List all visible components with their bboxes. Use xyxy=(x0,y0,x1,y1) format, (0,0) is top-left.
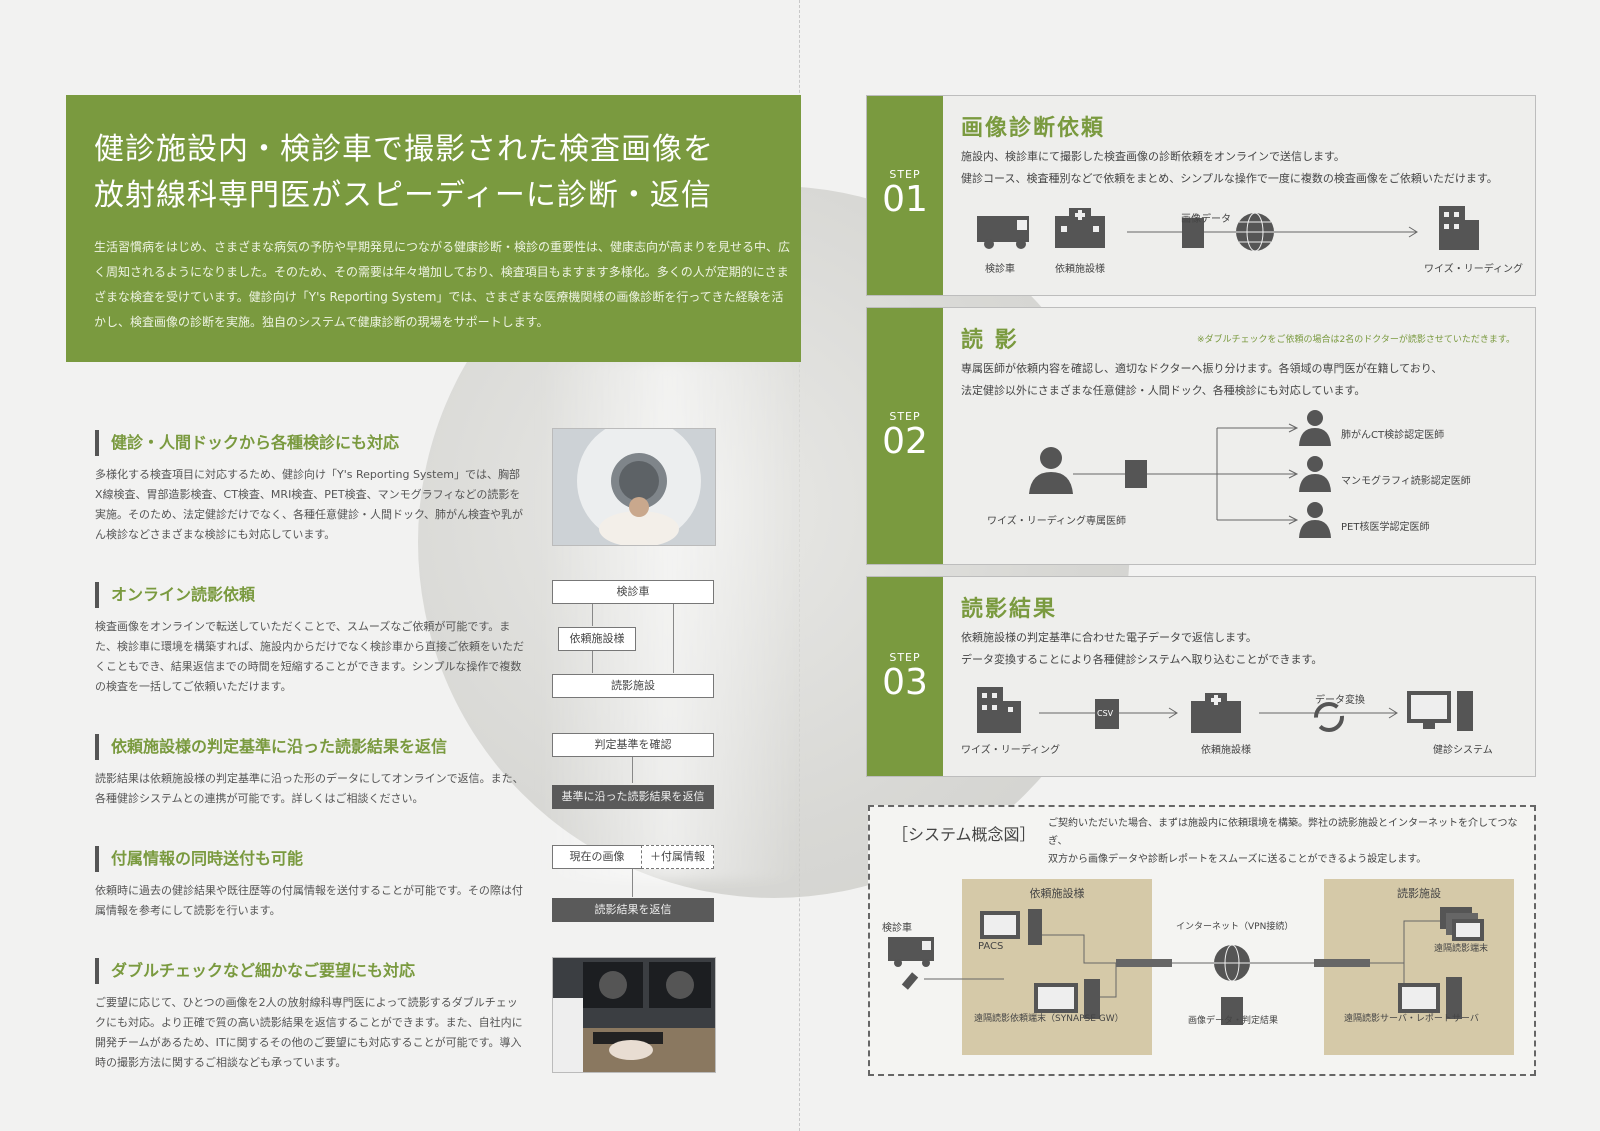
step-02-doctor-label: ワイズ・リーディング専属医師 xyxy=(987,516,1126,527)
terminal-computer-icon xyxy=(1034,979,1100,1019)
specialist-icon xyxy=(1299,410,1331,446)
step-02-diagram xyxy=(1029,423,1299,525)
flow-kekka-henshin: 読影結果を返信 xyxy=(552,898,714,922)
step-01-desc: 施設内、検診車にて撮影した検査画像の診断依頼をオンラインで送信します。健診コース… xyxy=(961,150,1498,185)
router-icon xyxy=(1314,959,1370,967)
concept-kenshinsha-label: 検診車 xyxy=(882,923,912,934)
specialist-icon xyxy=(1299,502,1331,538)
specialist-icons xyxy=(1299,410,1331,538)
hero-title: 健診施設内・検診車で撮影された検査画像を放射線科専門医がスピーディーに診断・返信 xyxy=(94,132,714,213)
step-01-diagram xyxy=(977,206,1479,252)
doctor-workstation-photo xyxy=(552,957,716,1073)
step-03-convert-label: データ変換 xyxy=(1315,695,1365,706)
flow-line xyxy=(632,869,633,897)
feature-title-4: 付属情報の同時送付も可能 xyxy=(95,846,303,872)
truck-icon xyxy=(977,216,1029,249)
concept-right-title: 読影施設 xyxy=(1397,887,1441,900)
csv-file-icon xyxy=(1095,699,1119,729)
step-02-d3-label: PET核医学認定医師 xyxy=(1341,522,1430,533)
step-03-facility-label: 依頼施設様 xyxy=(1201,745,1251,756)
convert-icon xyxy=(1314,702,1344,732)
concept-data-label: 画像データ・判定結果 xyxy=(1188,1016,1279,1026)
concept-left-title: 依頼施設様 xyxy=(1029,887,1085,900)
step-01-truck-label: 検診車 xyxy=(985,264,1015,275)
concept-remote-label: 遠隔読影端末 xyxy=(1434,944,1489,954)
doctor-icon xyxy=(1029,447,1073,494)
pacs-computer-icon xyxy=(980,909,1042,945)
concept-server-label: 遠隔読影サーバ・レポートサーバ xyxy=(1344,1014,1479,1024)
step-03-desc: 依頼施設様の判定基準に合わせた電子データで返信します。データ変換することにより各… xyxy=(961,631,1323,666)
hero-banner: 健診施設内・検診車で撮影された検査画像を放射線科専門医がスピーディーに診断・返信… xyxy=(66,95,801,362)
step-03-title: 読影結果 xyxy=(961,597,1058,622)
concept-pacs-label: PACS xyxy=(978,941,1004,952)
flow-irai-shisetsu: 依頼施設様 xyxy=(558,627,636,651)
flow-genzai-gazou: 現在の画像 xyxy=(552,845,642,869)
step-02-d2-label: マンモグラフィ読影認定医師 xyxy=(1341,476,1471,487)
feature-body-3: 読影結果は依頼施設様の判定基準に沿った形のデータにしてオンラインで返信。また、各… xyxy=(95,772,524,805)
concept-internet-label: インターネット（VPN接続） xyxy=(1176,922,1294,932)
feature-title-5: ダブルチェックなど細かなご要望にも対応 xyxy=(95,958,415,984)
step-02-desc: 専属医師が依頼内容を確認し、適切なドクターへ振り分けます。各領域の専門医が在籍し… xyxy=(961,362,1443,397)
feature-title-2: オンライン読影依頼 xyxy=(95,582,255,608)
server-computer-icon xyxy=(1398,977,1462,1019)
hero-body: 生活習慣病をはじめ、さまざまな病気の予防や早期発見につながる健康診断・検診の重要… xyxy=(94,240,791,329)
feature-body-1: 多様化する検査項目に対応するため、健診向け「Y's Reporting Syst… xyxy=(95,468,524,541)
ct-scanner-photo xyxy=(552,428,716,546)
step-01-title: 画像診断依頼 xyxy=(961,116,1106,141)
system-concept-panel: ［システム概念図］ ご契約いただいた場合、まずは施設内に依頼環境を構築。弊社の読… xyxy=(868,805,1536,1076)
flow-kijun-henshin: 基準に沿った読影結果を返信 xyxy=(552,785,714,809)
feature-body-2: 検査画像をオンラインで転送していただくことで、スムーズなご依頼が可能です。また、… xyxy=(95,620,524,693)
document-icon xyxy=(1182,218,1204,248)
concept-terminal-label: 遠隔読影依頼端末（SYNAPSE GW） xyxy=(974,1014,1124,1024)
step-03-csv-label: CSV xyxy=(1097,709,1114,718)
flow-line xyxy=(632,757,633,783)
step-01-facility-label: 依頼施設様 xyxy=(1055,264,1105,275)
step-02-d1-label: 肺がんCT検診認定医師 xyxy=(1341,430,1445,441)
flow-fuzoku: ＋付属情報 xyxy=(641,845,714,869)
step-03-system-label: 健診システム xyxy=(1433,745,1493,756)
flow-line xyxy=(592,651,593,673)
step-02-title: 読 影 xyxy=(961,328,1019,353)
truck-icon xyxy=(888,937,934,967)
flow-kenshinsha: 検診車 xyxy=(552,580,714,604)
flow-hantei-kakunin: 判定基準を確認 xyxy=(552,733,714,757)
step-03-diagram xyxy=(977,687,1473,733)
feature-body-4: 依頼時に過去の健診結果や既往歴等の付属情報を送付することが可能です。その際は付属… xyxy=(95,884,523,917)
concept-desc: ご契約いただいた場合、まずは施設内に依頼環境を構築。弊社の読影施設とインターネッ… xyxy=(1048,818,1518,865)
feature-body-5: ご要望に応じて、ひとつの画像を2人の放射線科専門医によって読影するダブルチェック… xyxy=(95,996,523,1069)
building-icon xyxy=(977,687,1021,733)
flow-line xyxy=(673,604,674,673)
hospital-icon xyxy=(1055,208,1105,248)
flow-dokuei-shisetsu: 読影施設 xyxy=(552,674,714,698)
computer-icon xyxy=(1407,691,1473,731)
feature-title-3: 依頼施設様の判定基準に沿った読影結果を返信 xyxy=(95,734,447,760)
hospital-icon xyxy=(1191,693,1241,733)
concept-title: ［システム概念図］ xyxy=(892,825,1036,844)
step-03-ys-label: ワイズ・リーディング xyxy=(961,745,1060,756)
remote-terminal-icon xyxy=(1440,907,1484,941)
step-02-note: ※ダブルチェックをご依頼の場合は2名のドクターが読影させていただきます。 xyxy=(1197,335,1516,345)
concept-diagram xyxy=(888,907,1484,1025)
specialist-icon xyxy=(1299,456,1331,492)
globe-icon xyxy=(1214,944,1250,982)
building-icon xyxy=(1439,206,1479,250)
usb-icon xyxy=(901,972,919,990)
router-icon xyxy=(1116,959,1172,967)
step-01-imagedata-label: 画像データ xyxy=(1181,214,1231,225)
document-icon xyxy=(1221,997,1243,1025)
step-01-ys-label: ワイズ・リーディング xyxy=(1424,264,1523,275)
document-icon xyxy=(1125,460,1147,488)
feature-title-1: 健診・人間ドックから各種検診にも対応 xyxy=(95,430,399,456)
globe-icon xyxy=(1236,212,1274,252)
flow-line xyxy=(592,604,593,626)
